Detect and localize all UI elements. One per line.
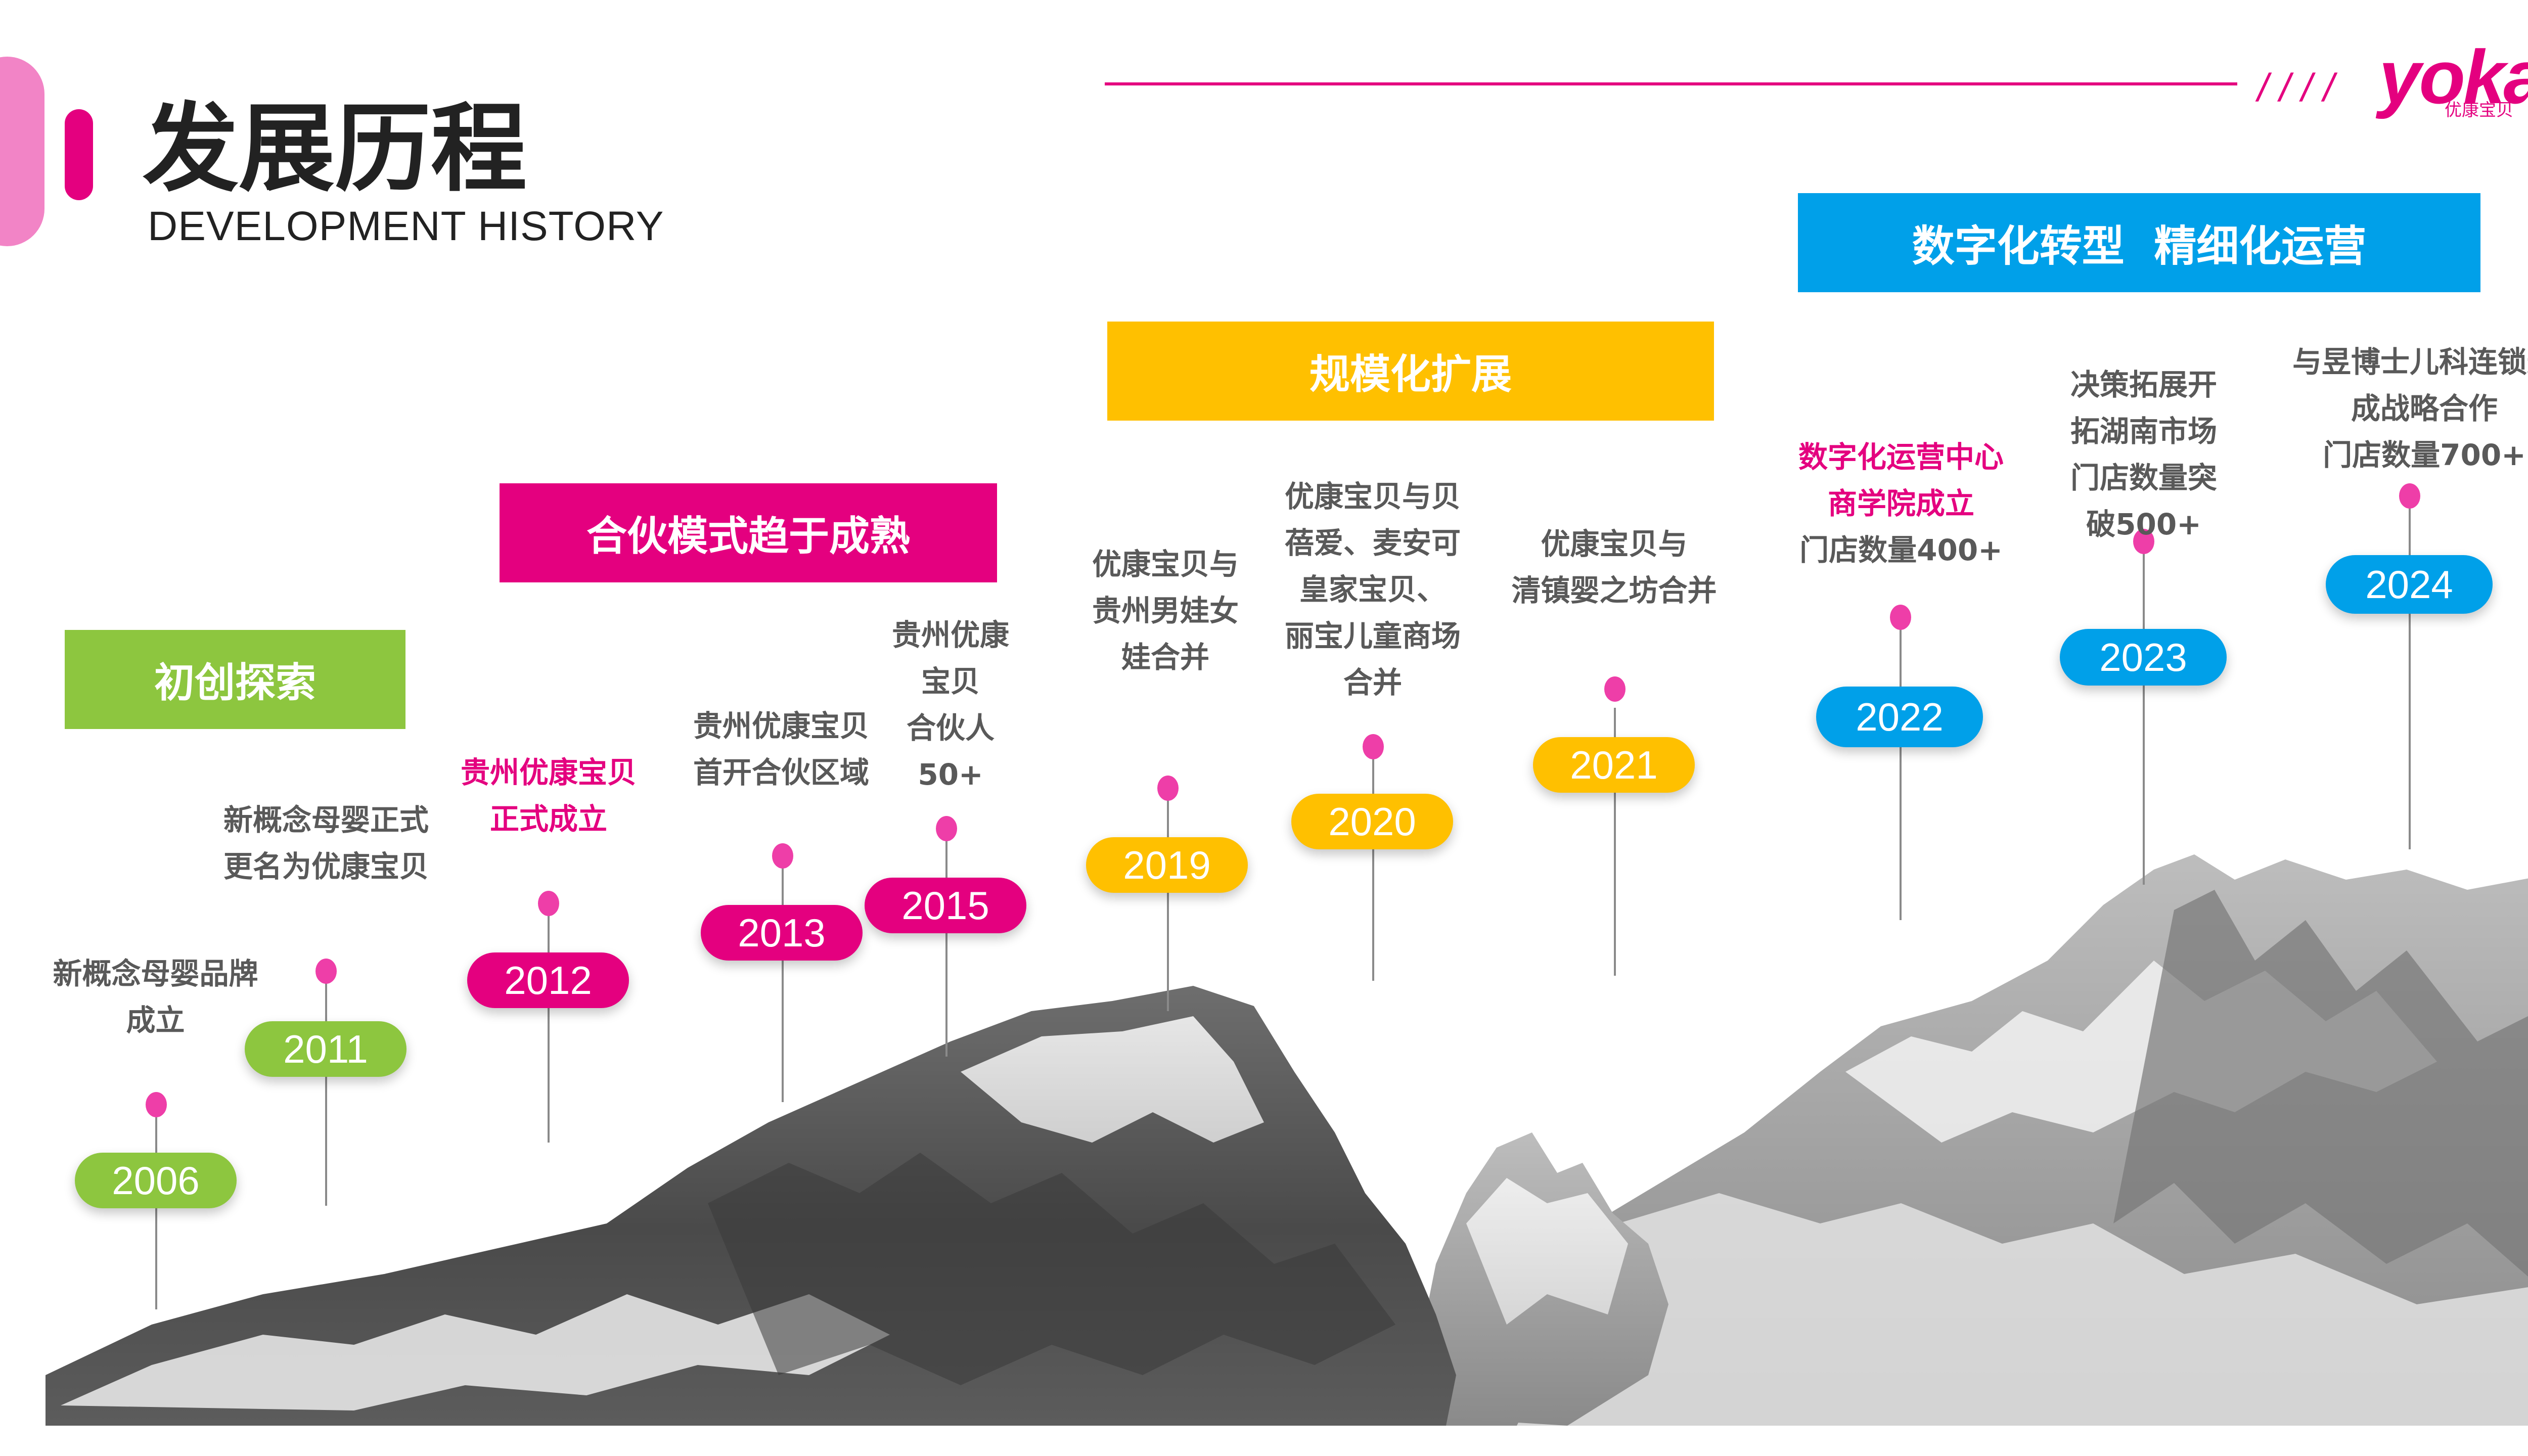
timeline-marker: [936, 816, 957, 841]
year-pill-2006: 2006: [75, 1153, 237, 1208]
timeline-stem: [1372, 758, 1374, 981]
timeline-stem: [945, 839, 947, 1057]
mountain-middle-peak: [1406, 1132, 1668, 1426]
decorative-slashes: / / / /: [2258, 65, 2334, 110]
timeline-marker: [772, 843, 793, 869]
timeline-marker: [1363, 734, 1384, 759]
title-accent-bar: [65, 109, 93, 200]
year-pill-2021: 2021: [1533, 737, 1695, 793]
timeline-stem: [1900, 627, 1902, 920]
mountain-left-range: [46, 986, 1456, 1426]
timeline-stem: [1614, 708, 1616, 976]
page-subtitle: DEVELOPMENT HISTORY: [148, 203, 664, 249]
timeline-marker: [1604, 676, 1626, 702]
timeline-marker: [2133, 529, 2154, 554]
event-2022: 数字化运营中心商学院成立门店数量400+: [1798, 440, 2004, 567]
event-2019: 优康宝贝与贵州男娃女娃合并: [1092, 547, 1239, 674]
phase-banner-startup: 初创探索: [65, 630, 405, 729]
year-pill-2015: 2015: [865, 878, 1026, 933]
phase-banner-partnership: 合伙模式趋于成熟: [500, 483, 997, 582]
year-pill-2019: 2019: [1086, 837, 1248, 893]
event-2006: 新概念母婴品牌成立: [53, 957, 258, 1037]
timeline-stem: [1167, 799, 1169, 1011]
year-pill-2023: 2023: [2060, 629, 2227, 686]
timeline-marker: [315, 959, 337, 984]
phase-banner-digital: 数字化转型 精细化运营: [1798, 193, 2480, 292]
timeline-stem: [2143, 551, 2145, 885]
brand-logo: yoka: [2379, 34, 2528, 119]
decorative-side-tab: [0, 57, 44, 246]
event-2023: 决策拓展开拓湖南市场门店数量突破500+: [2070, 368, 2217, 541]
timeline-marker: [1157, 776, 1179, 801]
brand-logo-subtitle: 优康宝贝: [2445, 100, 2513, 120]
event-2020: 优康宝贝与贝蓓爱、麦安可皇家宝贝、丽宝儿童商场合并: [1284, 479, 1461, 700]
event-2011: 新概念母婴正式更名为优康宝贝: [223, 803, 429, 884]
timeline-stem: [325, 983, 327, 1206]
year-pill-2022: 2022: [1816, 687, 1983, 747]
timeline-marker: [2399, 483, 2420, 509]
year-pill-2012: 2012: [467, 952, 629, 1008]
timeline-marker: [538, 891, 559, 916]
timeline-stem: [2409, 506, 2411, 849]
event-2021: 优康宝贝与清镇婴之坊合并: [1511, 527, 1717, 608]
phase-banner-expansion: 规模化扩展: [1107, 322, 1714, 421]
year-pill-2013: 2013: [701, 905, 863, 961]
header-rule: [1105, 82, 2237, 85]
event-2024: 与昱博士儿科连锁达成战略合作门店数量700+: [2292, 345, 2528, 472]
page-title: 发展历程: [143, 93, 527, 205]
timeline-stem: [155, 1117, 157, 1309]
year-pill-2011: 2011: [245, 1021, 407, 1077]
event-2012: 贵州优康宝贝正式成立: [460, 755, 637, 836]
timeline-marker: [1890, 605, 1911, 630]
event-2013: 贵州优康宝贝首开合伙区域: [693, 709, 869, 790]
timeline-stem: [782, 859, 784, 1102]
year-pill-2024: 2024: [2326, 555, 2493, 614]
timeline-marker: [146, 1092, 167, 1117]
year-pill-2020: 2020: [1291, 794, 1453, 849]
timeline-stem: [548, 905, 550, 1143]
